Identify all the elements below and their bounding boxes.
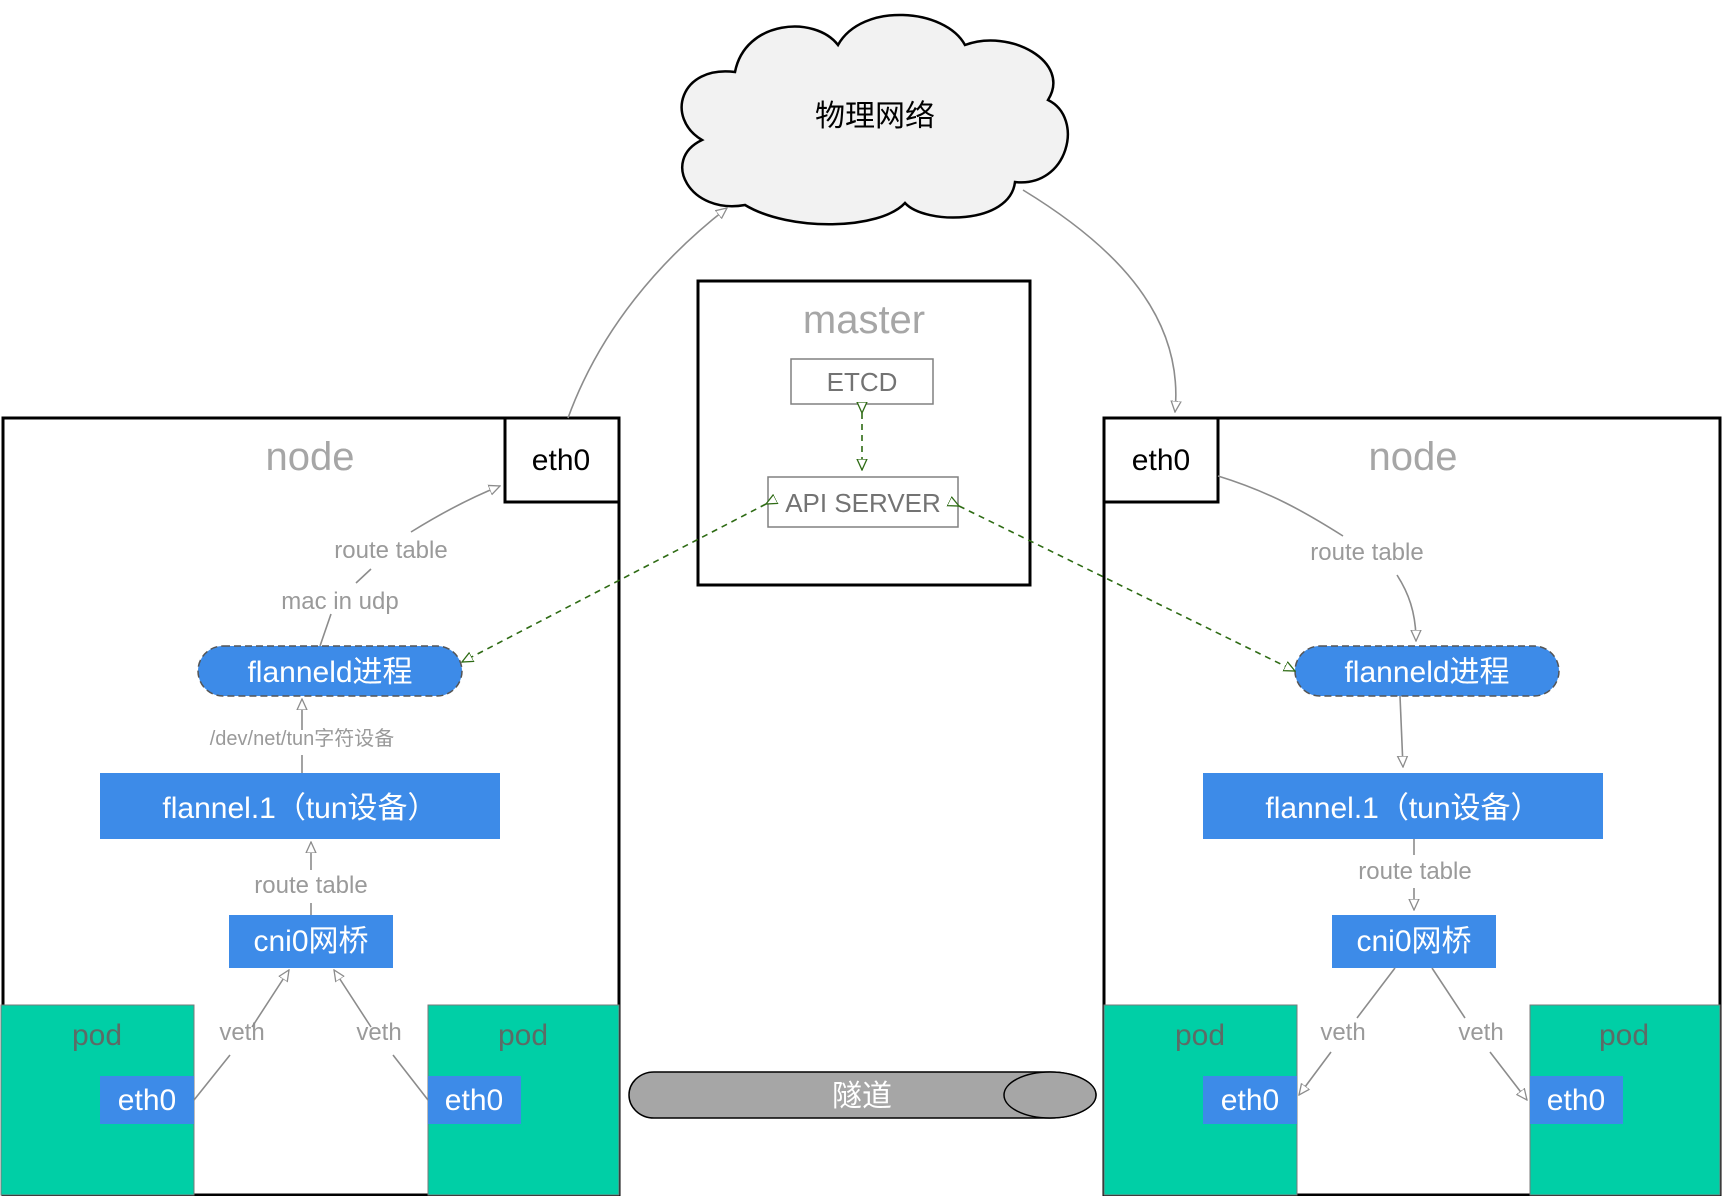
left-flanneld [197, 645, 463, 697]
right-flannel-dev [1203, 773, 1603, 839]
right-flanneld-to-flannel [1400, 695, 1403, 767]
api-server-box [767, 476, 959, 528]
right-bridge-to-pod-a [1299, 967, 1396, 1095]
right-pod-b-eth0 [1530, 1076, 1623, 1124]
right-flanneld-label: flanneld进程 [1344, 656, 1509, 689]
master-title: master [803, 298, 925, 342]
right-eth0-label: eth0 [1132, 444, 1190, 477]
right-route-table-bottom: route table [1358, 858, 1471, 885]
left-tun-dev-label: /dev/net/tun字符设备 [210, 727, 395, 750]
right-pod-b-title: pod [1599, 1019, 1649, 1052]
api-server-label: API SERVER [785, 488, 941, 518]
right-veth-left: veth [1320, 1019, 1365, 1046]
left-node: node eth0 route table mac in udp flannel… [0, 416, 621, 1196]
left-pod-b-title: pod [498, 1019, 548, 1052]
left-flannel-dev-label: flannel.1（tun设备） [162, 792, 437, 825]
etcd-label: ETCD [827, 367, 898, 397]
left-mac-in-udp: mac in udp [281, 588, 398, 615]
cloud-shape [680, 13, 1070, 226]
left-veth-left: veth [219, 1019, 264, 1046]
left-pod-b-eth0 [428, 1076, 521, 1124]
right-bridge [1332, 915, 1496, 968]
tunnel-end [1003, 1071, 1097, 1119]
right-node-title: node [1369, 435, 1458, 479]
right-pod-a-eth0 [1203, 1076, 1297, 1124]
left-eth0-to-cloud [567, 208, 727, 419]
api-to-left-flanneld [462, 504, 766, 662]
left-eth0-label: eth0 [532, 444, 590, 477]
tunnel-label: 隧道 [832, 1080, 892, 1113]
physical-network-cloud: 物理网络 [680, 13, 1070, 226]
cloud-label: 物理网络 [815, 100, 935, 133]
left-pod-a-eth0 [100, 1076, 194, 1124]
right-flannel-dev-label: flannel.1（tun设备） [1265, 792, 1540, 825]
right-pod-a-eth0-label: eth0 [1221, 1084, 1279, 1117]
left-pod-a-eth0-label: eth0 [118, 1084, 176, 1117]
right-bridge-to-pod-b [1431, 967, 1527, 1100]
right-eth0-box [1102, 416, 1220, 504]
master-box: master ETCD API SERVER [696, 279, 1032, 587]
left-flannel-dev [100, 773, 500, 839]
right-route-table-top: route table [1310, 539, 1423, 566]
left-bridge-label: cni0网桥 [253, 925, 368, 958]
left-bridge [229, 915, 393, 968]
tunnel: 隧道 [628, 1071, 1097, 1119]
left-pod-b-eth0-label: eth0 [445, 1084, 503, 1117]
left-flanneld-label: flanneld进程 [247, 656, 412, 689]
right-bridge-label: cni0网桥 [1356, 925, 1471, 958]
left-flanneld-to-eth0 [319, 486, 500, 647]
right-pod-b-eth0-label: eth0 [1547, 1084, 1605, 1117]
right-node: node eth0 route table flanneld进程 flannel… [1102, 416, 1722, 1196]
left-pod-b-to-bridge [334, 970, 429, 1101]
left-pod-a-to-bridge [193, 970, 289, 1101]
api-to-right-flanneld [959, 506, 1295, 672]
left-route-table-bottom: route table [254, 872, 367, 899]
right-veth-right: veth [1458, 1019, 1503, 1046]
cloud-to-right-eth0 [1022, 189, 1176, 412]
left-node-title: node [266, 435, 355, 479]
left-pod-a-title: pod [72, 1019, 122, 1052]
left-route-table-top: route table [334, 537, 447, 564]
left-veth-right: veth [356, 1019, 401, 1046]
right-pod-a-title: pod [1175, 1019, 1225, 1052]
